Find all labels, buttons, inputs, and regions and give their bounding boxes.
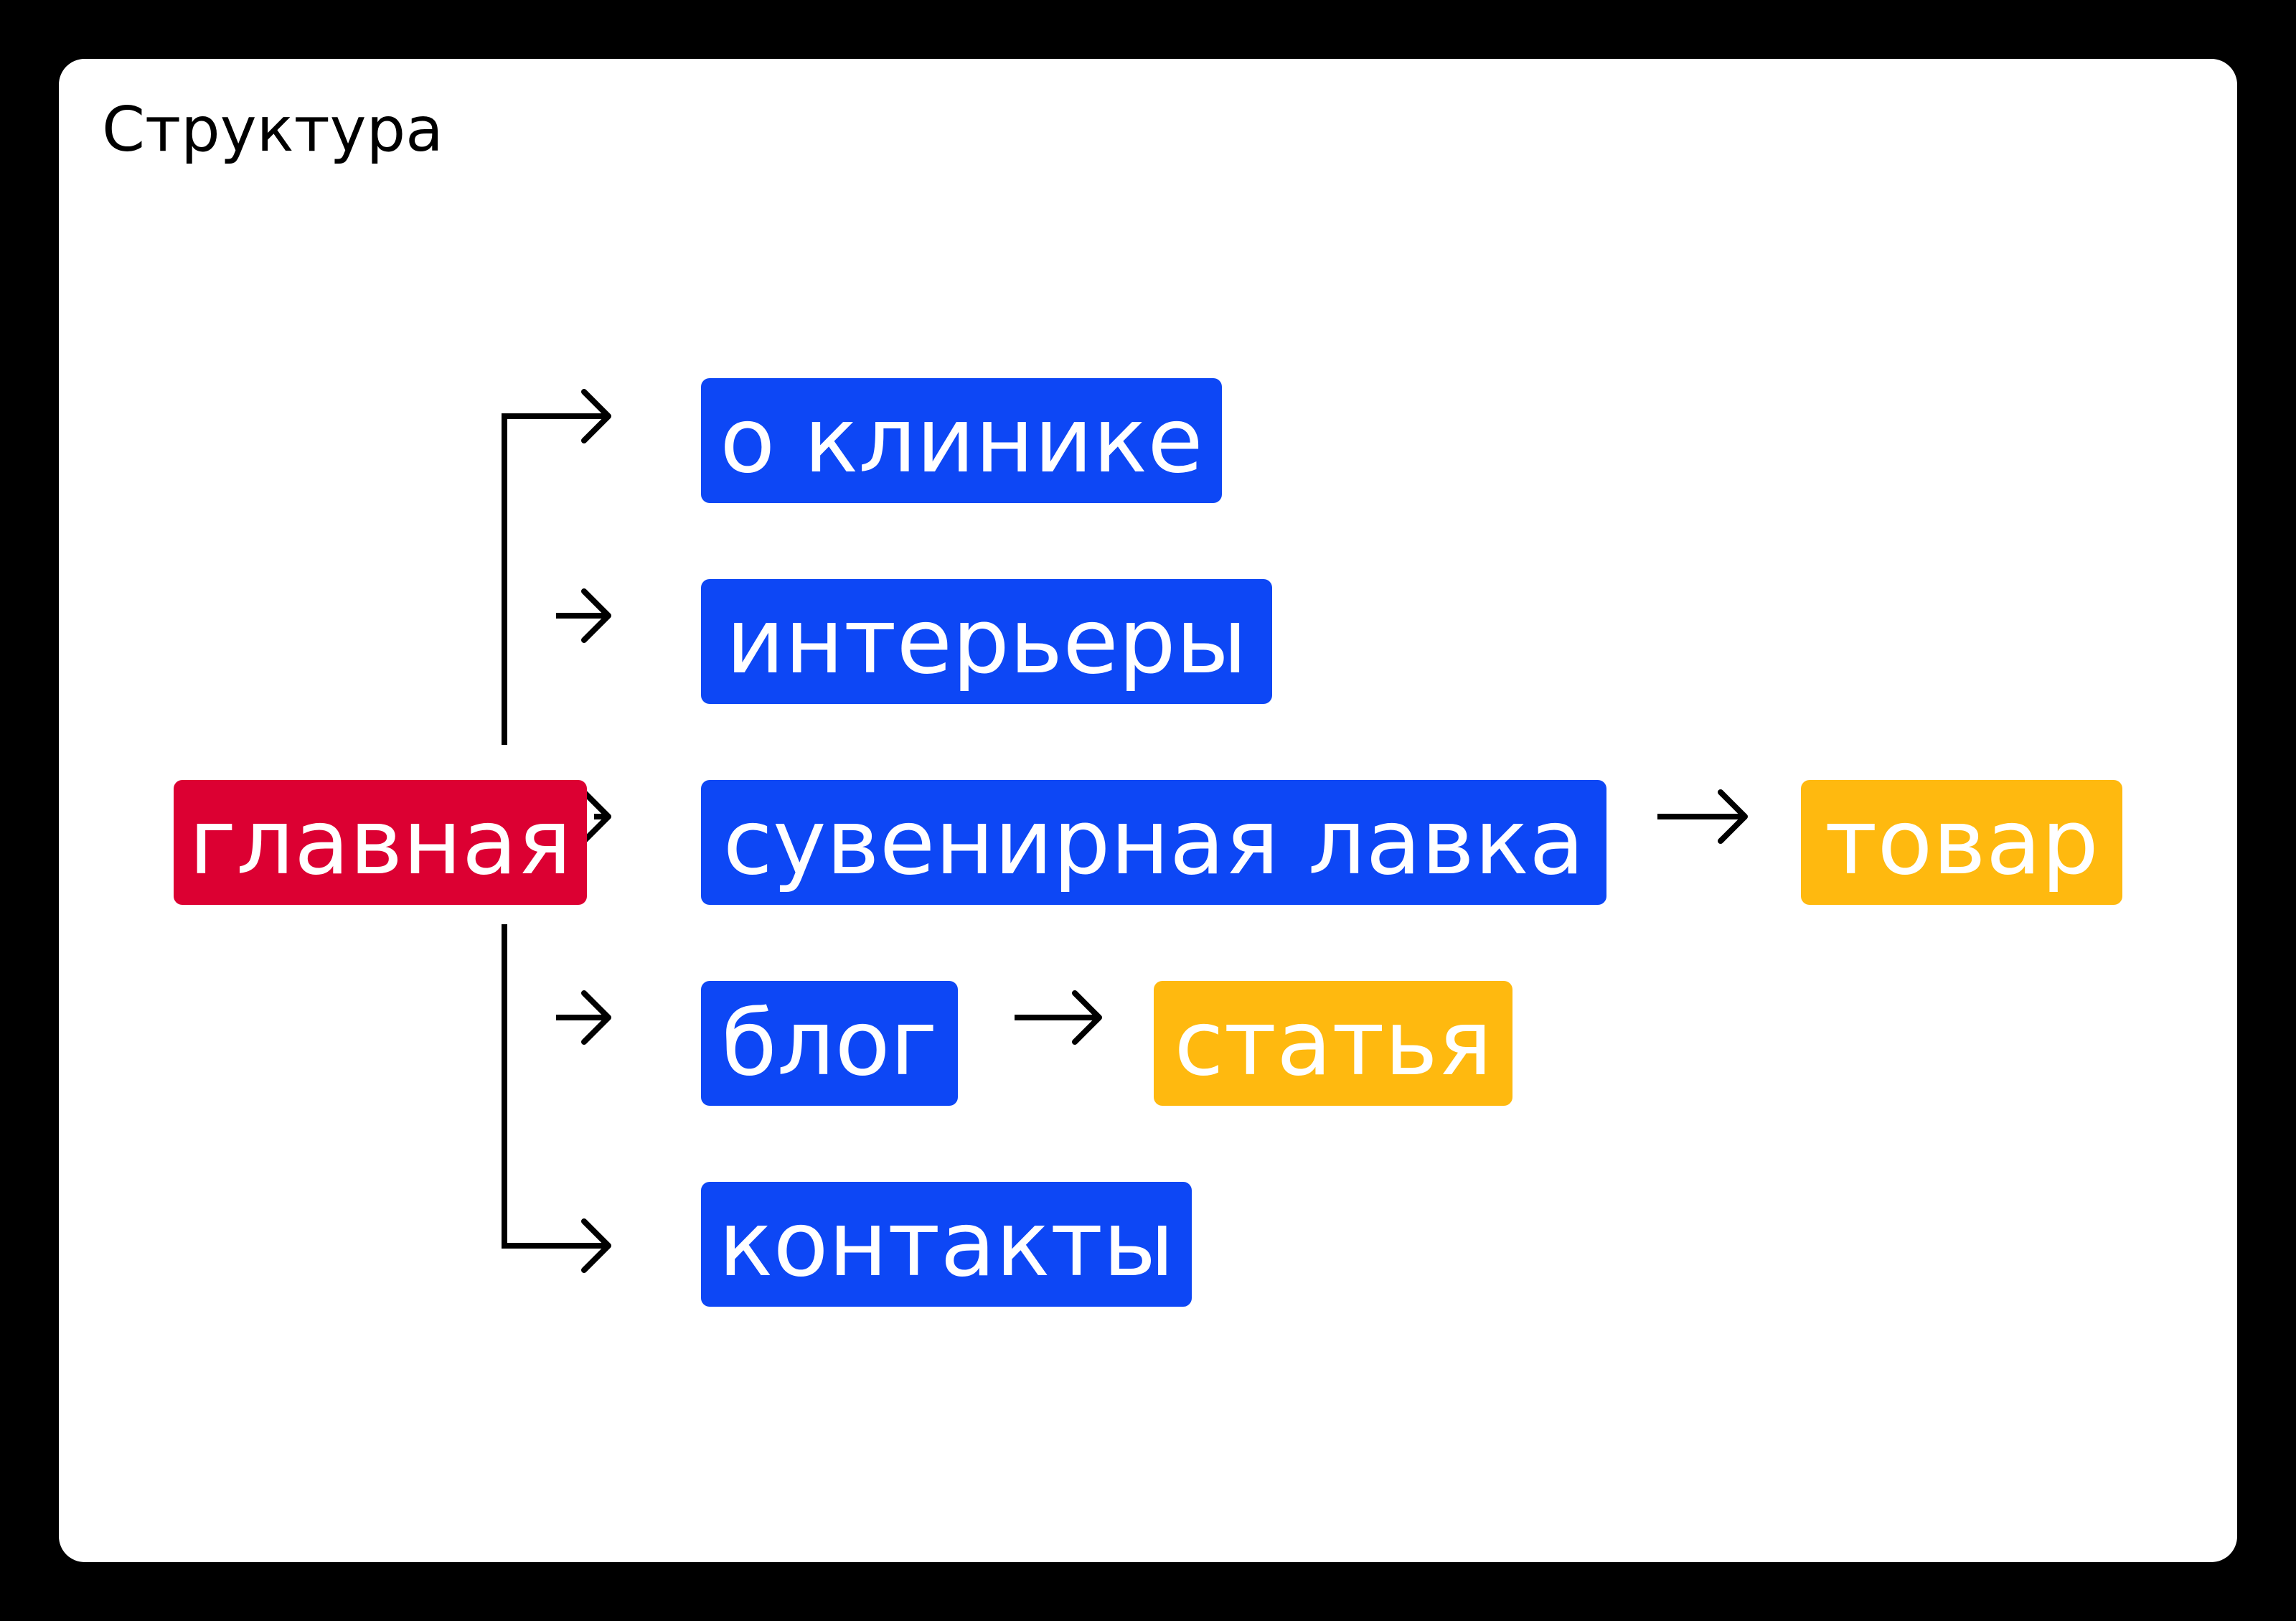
node-contacts: контакты	[701, 1182, 1192, 1307]
arrowhead-product	[1718, 789, 1748, 844]
arrowhead-blog	[581, 990, 611, 1045]
node-shop: сувенирная лавка	[701, 780, 1606, 905]
connectors	[502, 389, 1748, 1273]
arrowhead-about	[581, 389, 611, 443]
node-product: товар	[1801, 780, 2122, 905]
diagram-title: Структура	[102, 94, 443, 166]
node-blog: блог	[701, 981, 958, 1106]
node-root: главная	[174, 780, 587, 905]
connector-root-about	[502, 413, 608, 745]
node-article: статья	[1154, 981, 1512, 1106]
node-interiors: интерьеры	[701, 579, 1272, 704]
arrowhead-article	[1072, 990, 1102, 1045]
arrowhead-interiors	[581, 588, 611, 643]
node-about: о клинике	[701, 378, 1222, 503]
connector-root-contacts	[502, 924, 608, 1249]
arrowhead-shop	[581, 789, 611, 844]
arrowhead-contacts	[581, 1218, 611, 1273]
diagram-card: Структура главная о клин	[59, 59, 2237, 1562]
